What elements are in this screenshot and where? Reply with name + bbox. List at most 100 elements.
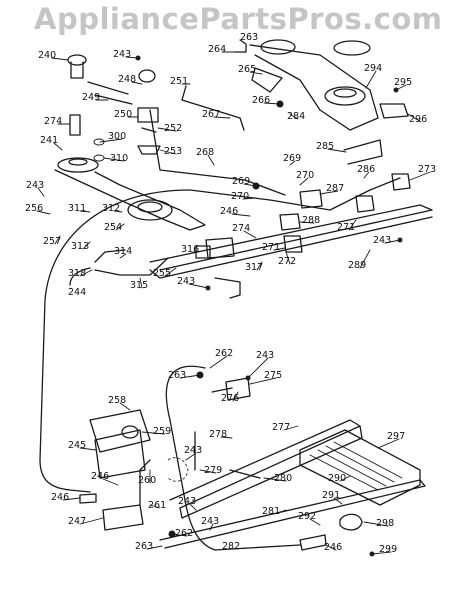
callout-274: 274: [232, 223, 250, 234]
screw-299: [369, 551, 375, 557]
bracket-285: [343, 139, 383, 165]
callout-259: 259: [153, 426, 171, 437]
part-251: [138, 69, 156, 83]
callout-273: 273: [418, 164, 436, 175]
screw-243-e: [245, 375, 251, 381]
callout-270: 270: [231, 191, 249, 202]
callout-312: 312: [102, 203, 120, 214]
tube-282: [214, 544, 301, 551]
callout-314: 314: [114, 246, 132, 257]
callout-245: 245: [68, 440, 86, 451]
callout-249: 249: [82, 92, 100, 103]
callout-243: 243: [184, 445, 202, 456]
callout-262: 262: [215, 348, 233, 359]
bracket-280: [229, 469, 261, 479]
callout-266: 266: [252, 95, 270, 106]
screw-243-c: [205, 285, 211, 291]
callout-243: 243: [113, 49, 131, 60]
valve-body-top: [69, 114, 81, 136]
callout-272: 272: [278, 256, 296, 267]
burner-rear-right: [260, 39, 296, 55]
screw-243-b: [397, 237, 403, 243]
bracket-245: [94, 429, 146, 479]
burner-front-left-cap: [137, 201, 163, 213]
fitting-310: [93, 154, 105, 162]
thermostat-rod-lower: [94, 94, 133, 105]
callout-287: 287: [326, 183, 344, 194]
callout-251: 251: [170, 76, 188, 87]
fitting-300: [93, 138, 105, 146]
callout-246: 246: [324, 542, 342, 553]
callout-257: 257: [43, 236, 61, 247]
bracket-296: [379, 103, 409, 119]
callout-285: 285: [316, 141, 334, 152]
tube-260: [139, 459, 151, 506]
burner-front-right-cap: [333, 88, 357, 98]
callout-291: 291: [322, 490, 340, 501]
bracket-264: [233, 39, 247, 53]
callout-292: 292: [298, 511, 316, 522]
bracket-253: [137, 145, 161, 155]
thermostat-rod: [87, 81, 129, 95]
callout-260: 260: [138, 475, 156, 486]
burner-tube-297: [299, 429, 421, 506]
rail-277: [169, 419, 361, 509]
burner-297-ports: [309, 441, 403, 491]
bracket-258: [89, 409, 151, 453]
callout-252: 252: [164, 123, 182, 134]
callout-281: 281: [262, 506, 280, 517]
burner-top-left-cap: [68, 158, 88, 166]
callout-295: 295: [394, 77, 412, 88]
callout-316: 316: [181, 244, 199, 255]
callout-310: 310: [110, 153, 128, 164]
nut-266: [276, 100, 284, 108]
bracket-250: [137, 107, 159, 123]
line-drawing: [36, 39, 433, 557]
callout-269: 269: [283, 153, 301, 164]
valve-288: [279, 213, 301, 231]
manifold-end-left: [214, 277, 241, 299]
callout-243: 243: [177, 276, 195, 287]
gas-line-267: [181, 85, 245, 131]
callout-280: 280: [274, 473, 292, 484]
callout-288: 288: [302, 215, 320, 226]
hidden-line-279: [167, 457, 189, 482]
tube-244: [39, 189, 191, 493]
callout-297: 297: [387, 431, 405, 442]
callout-258: 258: [108, 395, 126, 406]
callout-271: 271: [262, 242, 280, 253]
tube-314: [94, 249, 126, 263]
callout-254: 254: [104, 222, 122, 233]
callout-241: 241: [40, 135, 58, 146]
tube-315: [94, 257, 169, 276]
callout-243: 243: [201, 516, 219, 527]
valve-316: [195, 245, 211, 259]
callout-299: 299: [379, 544, 397, 555]
callout-255: 255: [153, 268, 171, 279]
callout-270: 270: [296, 170, 314, 181]
callout-244: 244: [68, 287, 86, 298]
callout-277: 277: [272, 422, 290, 433]
callout-261: 261: [148, 500, 166, 511]
valve-247: [102, 504, 144, 531]
nut-262: [168, 530, 176, 538]
callout-243: 243: [26, 180, 44, 191]
rail-281: [159, 479, 426, 549]
valve-273: [391, 173, 411, 191]
valve-286: [355, 195, 375, 213]
callout-313: 313: [71, 241, 89, 252]
burner-bracket-left: [54, 169, 206, 231]
valve-275: [225, 377, 251, 401]
bracket-265: [251, 67, 283, 93]
watermark: AppliancePartsPros.com: [34, 2, 443, 36]
callout-275: 275: [264, 370, 282, 381]
callout-284: 284: [287, 111, 305, 122]
callout-263: 263: [240, 32, 258, 43]
callout-253: 253: [164, 146, 182, 157]
valve-274: [205, 237, 235, 259]
rail-277-lower: [179, 425, 363, 519]
callout-263: 263: [135, 541, 153, 552]
manifold-289: [149, 204, 433, 271]
